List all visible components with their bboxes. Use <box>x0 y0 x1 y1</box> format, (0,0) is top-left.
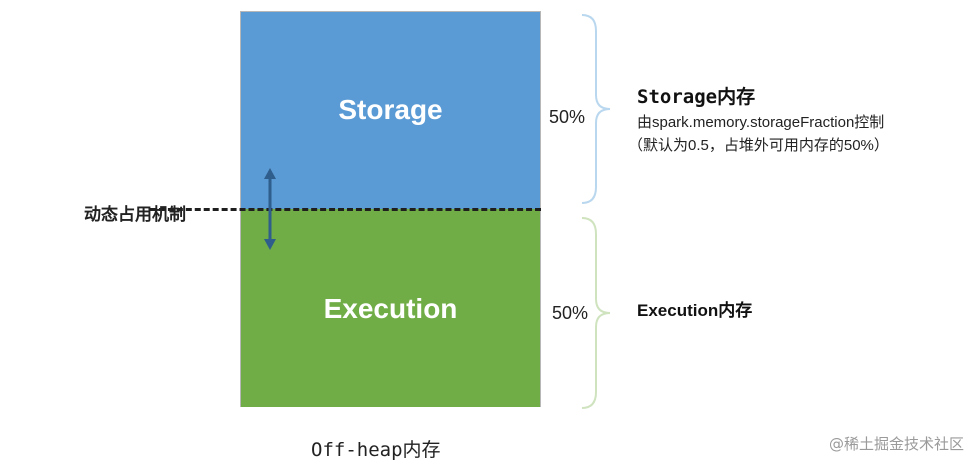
storage-region-label: Storage <box>338 93 443 125</box>
execution-percent: 50% <box>552 303 589 323</box>
storage-region: Storage <box>241 12 540 209</box>
storage-percent: 50% <box>549 107 586 127</box>
off-heap-memory-box: Storage Execution <box>240 11 541 407</box>
dynamic-occupation-label: 动态占用机制 <box>84 205 186 225</box>
storage-brace-icon <box>581 14 611 204</box>
execution-brace-icon <box>581 217 611 409</box>
execution-region-label: Execution <box>323 293 458 324</box>
storage-memory-description-2: （默认为0.5，占堆外可用内存的50%） <box>628 137 889 154</box>
watermark: @稀土掘金技术社区 <box>828 435 964 453</box>
storage-memory-title: Storage内存 <box>637 86 756 108</box>
execution-region: Execution <box>241 209 540 407</box>
diagram-caption: Off-heap内存 <box>311 439 441 461</box>
storage-memory-description-1: 由spark.memory.storageFraction控制 <box>637 114 885 131</box>
dynamic-boundary-arrow-icon <box>264 168 276 250</box>
dynamic-boundary-line <box>150 208 541 211</box>
execution-memory-title: Execution内存 <box>637 301 753 320</box>
